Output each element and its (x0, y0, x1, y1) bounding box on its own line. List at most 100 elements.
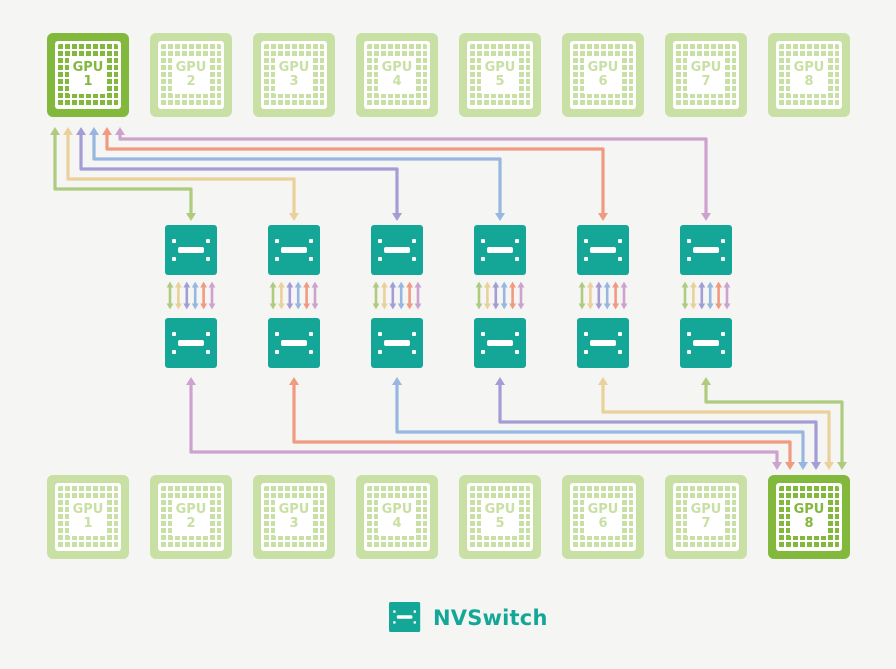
gpu-label-text: GPU (381, 59, 413, 75)
gpu-label-text: GPU (690, 59, 722, 75)
gpu-label-text: GPU (175, 59, 207, 75)
nvswitch-bar (178, 340, 204, 346)
gpu-die-grid (470, 486, 530, 548)
nvswitch-dot (172, 239, 176, 243)
nvswitch-dot (721, 239, 725, 243)
gpu-number: 3 (289, 516, 299, 531)
gpu-label-text: GPU (278, 501, 310, 517)
nvswitch-chip-top-2 (268, 225, 320, 275)
gpu-number: 7 (701, 516, 711, 531)
gpu-label-text: GPU (278, 59, 310, 75)
gpu-number: 8 (804, 516, 814, 531)
nvswitch-dot (413, 621, 416, 624)
nvswitch-dot (618, 239, 622, 243)
legend: NVSwitch (389, 602, 548, 633)
nvswitch-dot (309, 332, 313, 336)
nvswitch-chip-bottom-2 (268, 318, 320, 368)
nvswitch-chip-top-3 (371, 225, 423, 275)
nvswitch-dot (481, 257, 485, 261)
nvswitch-dot (378, 350, 382, 354)
nvswitch-dot (412, 239, 416, 243)
gpu-number: 6 (598, 74, 608, 89)
nvswitch-dot (412, 350, 416, 354)
nvswitch-bar (384, 247, 410, 253)
nvswitch-chip-bottom-5 (577, 318, 629, 368)
nvswitch-icon (389, 602, 421, 633)
nvswitch-bar (281, 247, 307, 253)
gpu-label-text: GPU (72, 501, 104, 517)
nvswitch-dot (378, 257, 382, 261)
gpu-label-text: GPU (381, 501, 413, 517)
nvswitch-dot (206, 332, 210, 336)
gpu-label-text: GPU (587, 59, 619, 75)
nvswitch-dot (481, 350, 485, 354)
gpu-label-text: GPU (690, 501, 722, 517)
nvswitch-dot (515, 350, 519, 354)
nvswitch-chip-top-6 (680, 225, 732, 275)
nvswitch-dot (172, 257, 176, 261)
nvswitch-dot (515, 257, 519, 261)
nvswitch-bar (487, 247, 513, 253)
link-nvswitch-1-to-gpu-8 (186, 377, 782, 470)
nvswitch-chip-top-4 (474, 225, 526, 275)
link-nvswitch-4-to-gpu-8 (495, 377, 821, 470)
nvswitch-dot (378, 239, 382, 243)
nvswitch-bar (281, 340, 307, 346)
nvswitch-bar (384, 340, 410, 346)
gpu-number: 5 (495, 74, 505, 89)
nvswitch-dot (393, 621, 396, 624)
nvswitch-dot (618, 257, 622, 261)
nvswitch-dot (393, 610, 396, 613)
gpu-number: 8 (804, 74, 814, 89)
nvswitch-icon-chip (389, 602, 421, 632)
nvswitch-dot (721, 332, 725, 336)
link-nvswitch-2-to-gpu-8 (289, 377, 795, 470)
gpu-number: 4 (392, 516, 402, 531)
nvswitch-dot (618, 332, 622, 336)
nvswitch-chip-bottom-1 (165, 318, 217, 368)
gpu-number: 6 (598, 516, 608, 531)
nvswitch-chip-bottom-3 (371, 318, 423, 368)
nvswitch-chip-bottom-4 (474, 318, 526, 368)
nvswitch-dot (687, 350, 691, 354)
nvswitch-dot (481, 332, 485, 336)
nvswitch-chip-top-1 (165, 225, 217, 275)
nvswitch-dot (275, 350, 279, 354)
gpu-number: 2 (186, 516, 196, 531)
nvswitch-dot (584, 257, 588, 261)
nvswitch-dot (309, 350, 313, 354)
nvswitch-dot (206, 257, 210, 261)
nvswitch-dot (687, 239, 691, 243)
nvswitch-dot (413, 610, 416, 613)
gpu-label-text: GPU (484, 59, 516, 75)
nvswitch-dot (481, 239, 485, 243)
gpu-number: 3 (289, 74, 299, 89)
nvswitch-dot (206, 350, 210, 354)
nvswitch-dot (721, 257, 725, 261)
nvswitch-dot (206, 239, 210, 243)
nvswitch-dot (172, 332, 176, 336)
nvswitch-dot (412, 332, 416, 336)
nvswitch-chip-top-5 (577, 225, 629, 275)
